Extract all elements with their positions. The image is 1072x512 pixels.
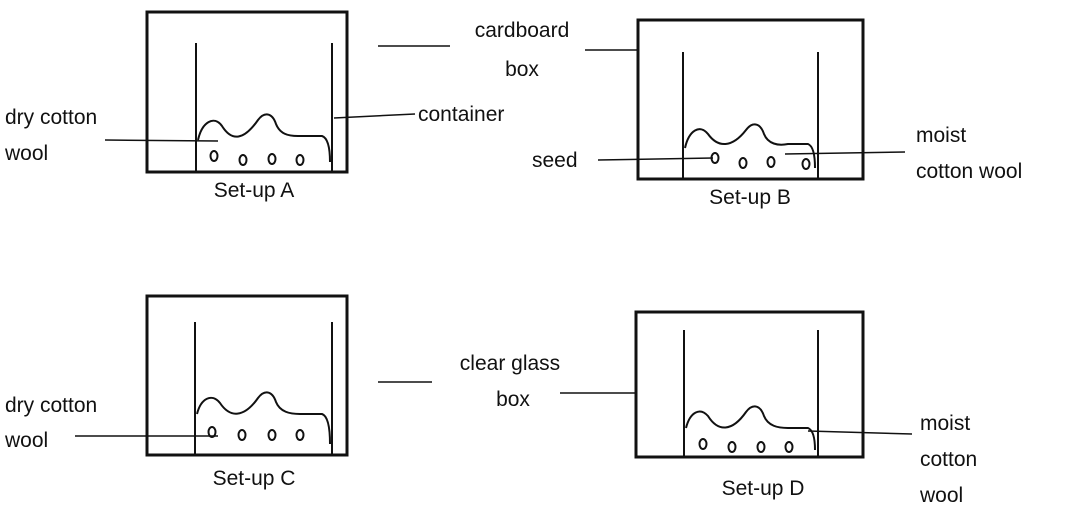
setup-c-cotton-wool xyxy=(196,391,331,445)
setup-c: Set-up C xyxy=(145,294,349,490)
setup-c-caption: Set-up C xyxy=(213,467,296,490)
setup-c-seed-1 xyxy=(207,426,217,438)
label-cardboard-line1: cardboard xyxy=(475,19,570,42)
setup-b-outer-box xyxy=(636,18,865,181)
setup-a-seeds xyxy=(209,150,305,166)
setup-c-seeds xyxy=(207,426,305,441)
setup-b: Set-up B xyxy=(636,18,865,209)
setup-b-cotton-wool xyxy=(684,123,816,169)
setup-d-seeds xyxy=(698,438,794,453)
setup-c-seed-3 xyxy=(267,429,277,441)
setup-d-caption: Set-up D xyxy=(722,477,805,500)
setup-d-outer-box xyxy=(634,310,865,459)
setup-a-outer-box xyxy=(145,10,349,174)
setup-d-cotton-wool xyxy=(685,405,816,451)
setup-c-seed-2 xyxy=(237,429,247,441)
setup-d-seed-3 xyxy=(756,441,766,453)
container-leader xyxy=(333,113,416,119)
label-moist-cotton-b-line2: cotton wool xyxy=(916,160,1022,183)
label-clear-glass-line1: clear glass xyxy=(460,352,560,375)
setup-b-seed-2 xyxy=(738,157,748,169)
setup-d-seed-1 xyxy=(698,438,708,450)
label-dry-cotton-a-line2: wool xyxy=(4,142,48,165)
setup-c-seed-4 xyxy=(295,429,305,441)
label-dry-cotton-a-line1: dry cotton xyxy=(5,106,97,129)
label-dry-cotton-c-line1: dry cotton xyxy=(5,394,97,417)
setup-b-seeds xyxy=(710,152,811,170)
setup-a: Set-up A xyxy=(145,10,349,202)
setup-b-caption: Set-up B xyxy=(709,186,791,209)
label-moist-cotton-d-line2: cotton xyxy=(920,448,977,471)
setup-a-seed-1 xyxy=(209,150,219,162)
setup-b-seed-4 xyxy=(801,158,811,170)
setup-d: Set-up D xyxy=(634,310,865,500)
moist-cotton-b-leader xyxy=(784,151,906,155)
setup-a-cotton-wool xyxy=(197,113,331,163)
labels: cardboard box container dry cotton wool … xyxy=(4,19,1022,507)
setup-a-seed-2 xyxy=(238,154,248,166)
label-moist-cotton-d-line3: wool xyxy=(919,484,963,507)
label-cardboard-line2: box xyxy=(505,58,539,81)
setup-d-seed-2 xyxy=(727,441,737,453)
setup-a-seed-4 xyxy=(295,154,305,166)
dry-cotton-a-leader xyxy=(104,139,219,142)
setup-d-seed-4 xyxy=(784,441,794,453)
setup-c-outer-box xyxy=(145,294,349,457)
label-moist-cotton-d-line1: moist xyxy=(920,412,970,435)
label-seed: seed xyxy=(532,149,578,172)
seed-leader xyxy=(597,157,714,161)
setup-a-seed-3 xyxy=(267,153,277,165)
label-container: container xyxy=(418,103,504,126)
moist-cotton-d-leader xyxy=(807,430,913,435)
leader-lines xyxy=(75,45,913,437)
setup-b-seed-3 xyxy=(766,156,776,168)
label-dry-cotton-c-line2: wool xyxy=(4,429,48,452)
label-moist-cotton-b-line1: moist xyxy=(916,124,966,147)
label-clear-glass-line2: box xyxy=(496,388,530,411)
setup-a-caption: Set-up A xyxy=(214,179,295,202)
